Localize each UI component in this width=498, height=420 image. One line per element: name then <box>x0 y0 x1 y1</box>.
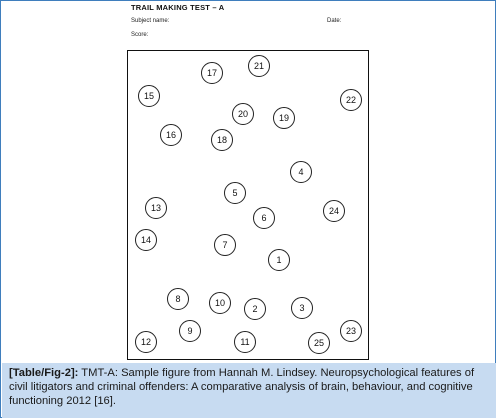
circle-9: 9 <box>179 320 201 342</box>
circle-2: 2 <box>244 298 266 320</box>
circle-16: 16 <box>160 124 182 146</box>
circle-21: 21 <box>248 55 270 77</box>
circle-5: 5 <box>224 182 246 204</box>
caption-label: [Table/Fig-2]: <box>9 367 79 379</box>
figure-caption: [Table/Fig-2]: TMT-A: Sample figure from… <box>2 363 496 418</box>
circle-18: 18 <box>211 129 233 151</box>
sheet-title: TRAIL MAKING TEST – A <box>131 3 225 12</box>
caption-text: TMT-A: Sample figure from Hannah M. Lind… <box>9 367 475 407</box>
circle-6: 6 <box>253 207 275 229</box>
date-label: Date: <box>327 18 342 24</box>
circle-11: 11 <box>234 331 256 353</box>
circle-1: 1 <box>268 249 290 271</box>
circle-24: 24 <box>323 200 345 222</box>
circle-12: 12 <box>135 331 157 353</box>
circle-22: 22 <box>340 89 362 111</box>
circle-19: 19 <box>273 107 295 129</box>
circle-3: 3 <box>291 297 313 319</box>
circle-8: 8 <box>167 288 189 310</box>
test-box: 1 2 3 4 5 6 7 8 9 10 11 12 13 14 15 16 1… <box>127 50 369 360</box>
score-label: Score: <box>131 32 149 38</box>
circle-7: 7 <box>214 234 236 256</box>
circle-14: 14 <box>135 229 157 251</box>
circle-20: 20 <box>232 103 254 125</box>
circle-17: 17 <box>201 62 223 84</box>
circle-10: 10 <box>209 292 231 314</box>
circle-13: 13 <box>145 197 167 219</box>
circle-23: 23 <box>340 320 362 342</box>
circle-25: 25 <box>308 332 330 354</box>
subject-name-label: Subject name: <box>131 18 170 24</box>
circle-4: 4 <box>290 161 312 183</box>
circle-15: 15 <box>138 85 160 107</box>
